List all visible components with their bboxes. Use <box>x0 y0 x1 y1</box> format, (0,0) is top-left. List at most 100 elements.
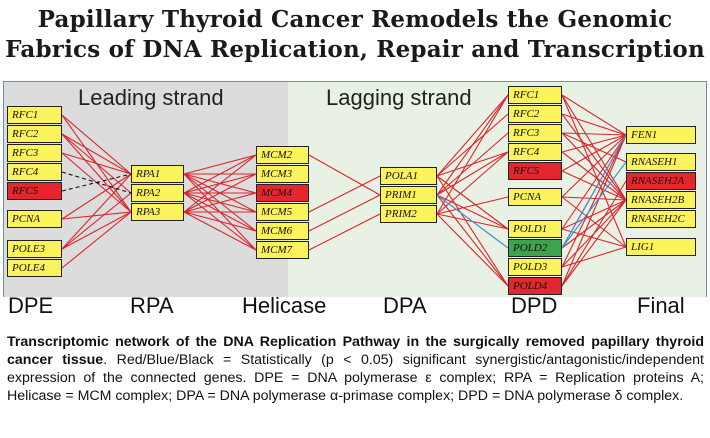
gene-pold3: POLD3 <box>508 258 562 276</box>
gene-dpe-rfc1: RFC1 <box>7 106 62 124</box>
gene-fen1: FEN1 <box>626 126 696 144</box>
gene-dpe-rfc5: RFC5 <box>7 182 62 200</box>
lagging-strand-label: Lagging strand <box>326 85 472 110</box>
gene-pole4: POLE4 <box>7 259 62 277</box>
edge-prim1-pold2 <box>436 194 509 249</box>
edge-dpd-rfc5-rnaseh2b <box>561 170 627 201</box>
edge-pold2-fen1 <box>561 134 627 249</box>
gene-mcm4: MCM4 <box>256 184 309 202</box>
gene-prim1: PRIM1 <box>380 186 437 204</box>
gene-dpd-rfc1: RFC1 <box>508 86 562 104</box>
gene-lig1: LIG1 <box>626 238 696 256</box>
edge-pole3-rpa2 <box>61 192 132 250</box>
figure-caption: Transcriptomic network of the DNA Replic… <box>7 333 704 405</box>
column-label-dpd: DPD <box>511 293 558 318</box>
column-label-rpa: RPA <box>130 293 174 318</box>
gene-rnaseh2c: RNASEH2C <box>626 210 696 228</box>
column-label-dpe: DPE <box>8 293 54 318</box>
edge-pole3-rpa3 <box>61 211 132 250</box>
edge-rpa2-mcm2 <box>183 154 257 194</box>
edge-prim2-dpd-rfc4 <box>436 151 509 215</box>
gene-dpe-rfc3: RFC3 <box>7 144 62 162</box>
column-label-dpa: DPA <box>383 293 427 318</box>
edge-dpe-rfc2-rpa3 <box>61 133 132 213</box>
gene-rnaseh1: RNASEH1 <box>626 153 696 171</box>
edge-dpd-rfc5-fen1 <box>561 134 627 172</box>
column-label-final: Final <box>637 293 685 318</box>
gene-rnaseh2b: RNASEH2B <box>626 191 696 209</box>
gene-dpe-rfc4: RFC4 <box>7 163 62 181</box>
gene-rpa1: RPA1 <box>131 165 184 183</box>
edge-pold2-rnaseh2b <box>561 199 627 249</box>
edge-pold1-fen1 <box>561 134 627 230</box>
edge-rpa3-mcm7 <box>183 211 257 251</box>
edge-mcm5-pola1 <box>308 175 381 213</box>
edge-pole4-rpa3 <box>61 211 132 269</box>
gene-pold4: POLD4 <box>508 277 562 295</box>
gene-dpd-pcna: PCNA <box>508 188 562 206</box>
edge-dpd-pcna-lig1 <box>561 196 627 248</box>
edge-pole3-rpa1 <box>61 173 132 250</box>
edge-rpa1-mcm2 <box>183 154 257 175</box>
gene-dpd-rfc3: RFC3 <box>508 124 562 142</box>
gene-pole3: POLE3 <box>7 240 62 258</box>
edge-rpa3-mcm3 <box>183 173 257 213</box>
edge-prim2-dpd-pcna <box>436 196 509 215</box>
edge-dpd-rfc2-fen1 <box>561 113 627 136</box>
edge-dpd-rfc2-rnaseh2b <box>561 113 627 201</box>
gene-mcm5: MCM5 <box>256 203 309 221</box>
edge-pold3-fen1 <box>561 134 627 268</box>
edge-prim1-pold1 <box>436 194 509 230</box>
edge-mcm7-prim2 <box>308 213 381 251</box>
edge-dpd-rfc1-lig1 <box>561 94 627 248</box>
edge-dpd-rfc1-fen1 <box>561 94 627 136</box>
edge-pola1-dpd-rfc2 <box>436 113 509 177</box>
edge-pola1-pold4 <box>436 175 509 287</box>
edge-rpa3-mcm2 <box>183 154 257 213</box>
edge-dpd-rfc4-rnaseh2b <box>561 151 627 201</box>
leading-strand-label: Leading strand <box>78 85 224 110</box>
edge-pold4-rnaseh2b <box>561 199 627 287</box>
gene-mcm2: MCM2 <box>256 146 309 164</box>
edge-dpd-rfc4-fen1 <box>561 134 627 153</box>
edge-pold2-rnaseh1 <box>561 161 627 249</box>
gene-mcm3: MCM3 <box>256 165 309 183</box>
edge-dpd-pcna-fen1 <box>561 134 627 198</box>
gene-mcm6: MCM6 <box>256 222 309 240</box>
title-line-2: Fabrics of DNA Replication, Repair and T… <box>5 36 705 63</box>
edge-pold1-rnaseh2b <box>561 199 627 230</box>
edge-dpd-rfc3-rnaseh1 <box>561 132 627 163</box>
edge-dpe-pcna-rpa1 <box>61 173 132 220</box>
edge-pold4-rnaseh2a <box>561 180 627 287</box>
edge-mcm6-prim1 <box>308 194 381 232</box>
edge-rpa3-mcm4 <box>183 192 257 213</box>
edge-dpe-rfc2-rpa2 <box>61 133 132 194</box>
edge-dpd-rfc3-fen1 <box>561 132 627 136</box>
gene-dpd-rfc2: RFC2 <box>508 105 562 123</box>
edge-pold1-lig1 <box>561 228 627 248</box>
edge-dpe-rfc1-rpa1 <box>61 114 132 175</box>
gene-pola1: POLA1 <box>380 167 437 185</box>
edge-pold4-fen1 <box>561 134 627 287</box>
caption-bold: Transcriptomic network of the DNA Replic… <box>7 334 704 368</box>
edge-dpe-rfc5-rpa1 <box>61 173 132 192</box>
gene-pold2: POLD2 <box>508 239 562 257</box>
gene-dpe-rfc2: RFC2 <box>7 125 62 143</box>
caption-text: . Red/Blue/Black = Statistically (p < 0.… <box>7 352 704 404</box>
edge-dpe-rfc2-rpa1 <box>61 133 132 175</box>
gene-rpa2: RPA2 <box>131 184 184 202</box>
edge-pola1-dpd-rfc1 <box>436 94 509 177</box>
gene-mcm7: MCM7 <box>256 241 309 259</box>
edge-dpe-pcna-rpa3 <box>61 211 132 220</box>
edge-prim1-dpd-rfc4 <box>436 151 509 196</box>
gene-dpe-pcna: PCNA <box>7 210 62 228</box>
edge-prim2-dpd-rfc1 <box>436 94 509 215</box>
gene-pold1: POLD1 <box>508 220 562 238</box>
gene-dpd-rfc4: RFC4 <box>508 143 562 161</box>
edge-pold3-lig1 <box>561 246 627 268</box>
gene-rpa3: RPA3 <box>131 203 184 221</box>
gene-prim2: PRIM2 <box>380 205 437 223</box>
edge-prim1-pold4 <box>436 194 509 287</box>
edge-prim1-dpd-rfc3 <box>436 132 509 196</box>
